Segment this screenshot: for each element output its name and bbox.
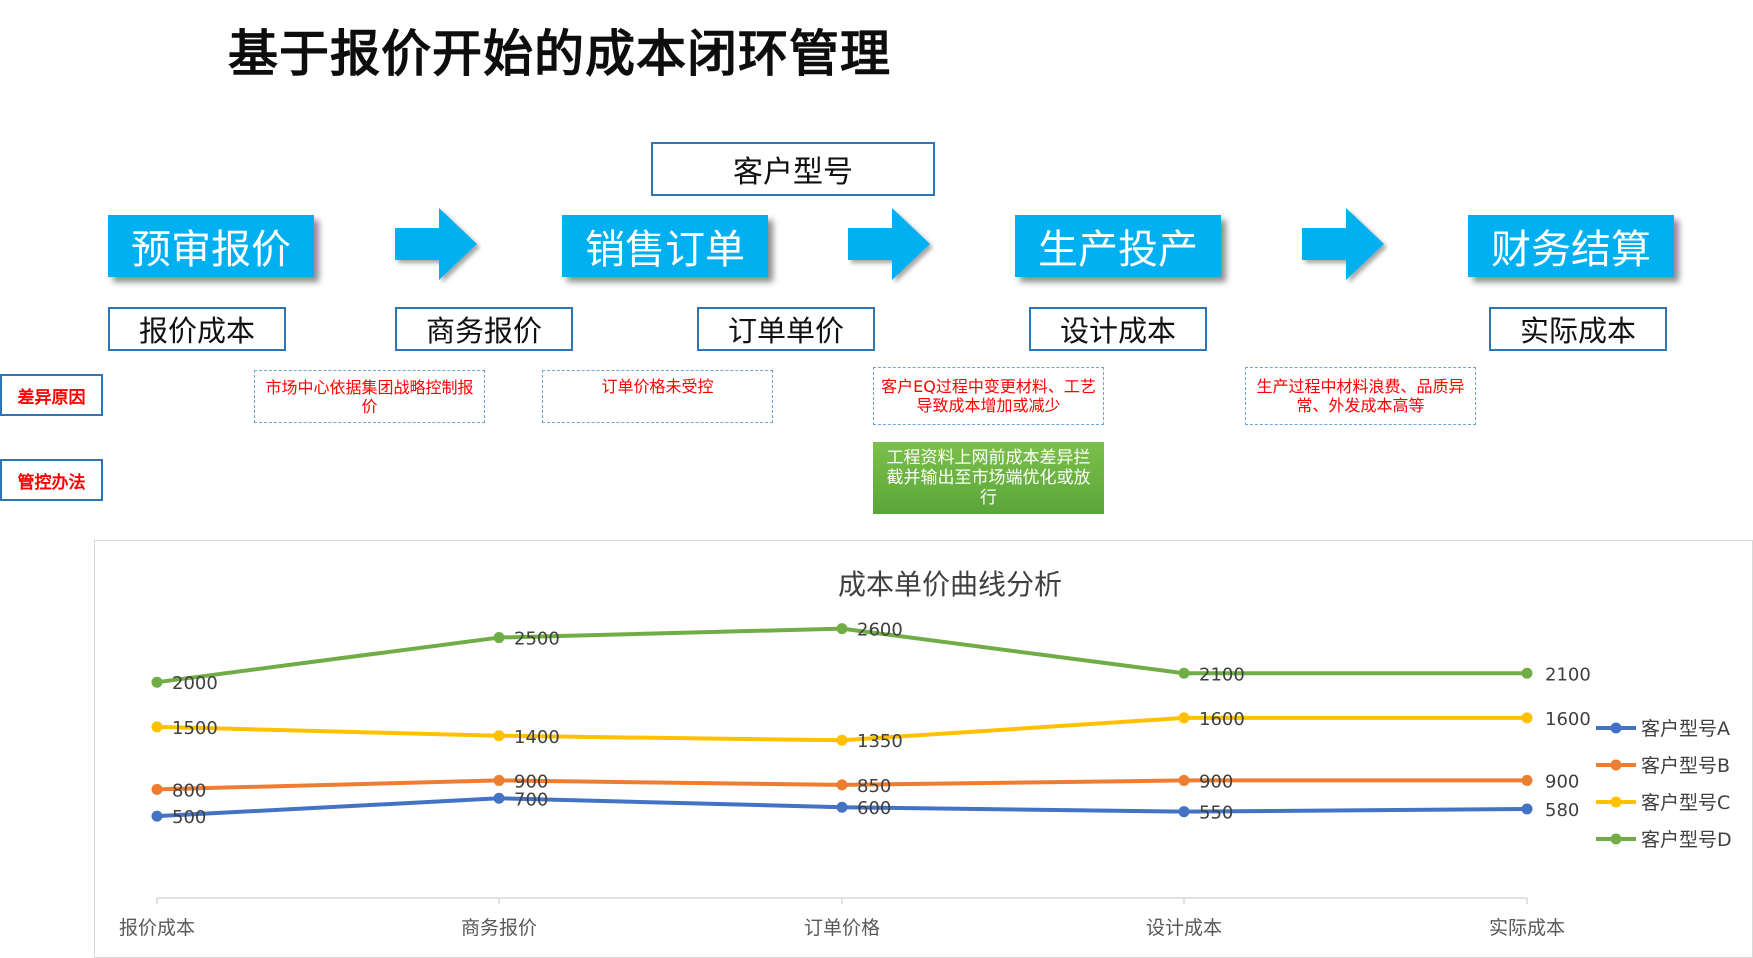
data-label: 1400 bbox=[514, 727, 560, 748]
legend-marker bbox=[1610, 833, 1622, 845]
data-point bbox=[836, 734, 848, 746]
data-label: 2500 bbox=[514, 629, 560, 650]
data-label: 2600 bbox=[857, 620, 903, 641]
reason-note-3: 客户EQ过程中变更材料、工艺导致成本增加或减少 bbox=[873, 367, 1104, 425]
x-tick-label: 订单价格 bbox=[804, 917, 880, 939]
data-label: 550 bbox=[1199, 803, 1233, 824]
data-point bbox=[1521, 667, 1533, 679]
data-label: 800 bbox=[172, 780, 206, 801]
data-point bbox=[1521, 774, 1533, 786]
data-label: 1600 bbox=[1545, 709, 1591, 730]
data-point bbox=[493, 792, 505, 804]
data-label: 580 bbox=[1545, 800, 1579, 821]
data-label: 700 bbox=[514, 789, 548, 810]
data-point bbox=[493, 632, 505, 644]
x-tick-label: 设计成本 bbox=[1146, 917, 1222, 939]
legend-entry: 客户型号B bbox=[1641, 755, 1730, 777]
data-label: 1600 bbox=[1199, 709, 1245, 730]
stage-sales-order: 销售订单 bbox=[562, 215, 768, 277]
reason-note-2: 订单价格未受控 bbox=[542, 370, 773, 423]
data-point bbox=[151, 810, 163, 822]
stage-production: 生产投产 bbox=[1015, 215, 1221, 277]
data-point bbox=[1178, 667, 1190, 679]
data-label: 900 bbox=[1545, 771, 1579, 792]
cost-box-quote: 报价成本 bbox=[108, 307, 286, 351]
page-title: 基于报价开始的成本闭环管理 bbox=[228, 25, 891, 83]
cost-box-design: 设计成本 bbox=[1029, 307, 1207, 351]
legend-marker bbox=[1610, 796, 1622, 808]
data-label: 1500 bbox=[172, 718, 218, 739]
data-label: 900 bbox=[1199, 771, 1233, 792]
customer-model-box: 客户型号 bbox=[651, 142, 935, 196]
x-tick-label: 报价成本 bbox=[119, 917, 195, 939]
data-point bbox=[151, 783, 163, 795]
legend-entry: 客户型号C bbox=[1641, 792, 1730, 814]
data-label: 2100 bbox=[1199, 664, 1245, 685]
data-point bbox=[1178, 712, 1190, 724]
data-point bbox=[1521, 803, 1533, 815]
data-label: 2100 bbox=[1545, 664, 1591, 685]
data-point bbox=[1521, 712, 1533, 724]
data-point bbox=[1178, 806, 1190, 818]
stage-pre-quote: 预审报价 bbox=[108, 215, 314, 277]
stage-financial-settlement: 财务结算 bbox=[1468, 215, 1674, 277]
label-difference-reason: 差异原因 bbox=[0, 374, 103, 416]
cost-box-order-unit-price: 订单单价 bbox=[697, 307, 875, 351]
control-method-box: 工程资料上网前成本差异拦截并输出至市场端优化或放行 bbox=[873, 442, 1104, 514]
data-point bbox=[836, 779, 848, 791]
legend-entry: 客户型号A bbox=[1641, 718, 1730, 740]
data-label: 500 bbox=[172, 807, 206, 828]
reason-note-1: 市场中心依据集团战略控制报价 bbox=[254, 370, 485, 423]
data-label: 850 bbox=[857, 776, 891, 797]
data-point bbox=[493, 730, 505, 742]
flow-arrow-1-icon bbox=[395, 208, 481, 284]
data-point bbox=[493, 774, 505, 786]
x-tick-label: 商务报价 bbox=[461, 917, 537, 939]
data-point bbox=[836, 623, 848, 635]
series-line bbox=[156, 626, 1527, 685]
data-point bbox=[836, 801, 848, 813]
data-label: 600 bbox=[857, 798, 891, 819]
legend-marker bbox=[1610, 759, 1622, 771]
data-label: 2000 bbox=[172, 673, 218, 694]
flow-arrow-3-icon bbox=[1302, 208, 1388, 284]
data-point bbox=[1178, 774, 1190, 786]
reason-note-4: 生产过程中材料浪费、品质异常、外发成本高等 bbox=[1245, 367, 1476, 425]
chart-title: 成本单价曲线分析 bbox=[837, 568, 1062, 601]
data-point bbox=[151, 676, 163, 688]
cost-box-actual: 实际成本 bbox=[1489, 307, 1667, 351]
data-point bbox=[151, 721, 163, 733]
data-label: 1350 bbox=[857, 731, 903, 752]
legend-marker bbox=[1610, 722, 1622, 734]
data-label: 900 bbox=[514, 771, 548, 792]
cost-box-business-quote: 商务报价 bbox=[395, 307, 573, 351]
label-control-method: 管控办法 bbox=[0, 459, 103, 501]
flow-arrow-2-icon bbox=[848, 208, 934, 284]
legend-entry: 客户型号D bbox=[1641, 829, 1732, 851]
x-tick-label: 实际成本 bbox=[1489, 917, 1565, 939]
